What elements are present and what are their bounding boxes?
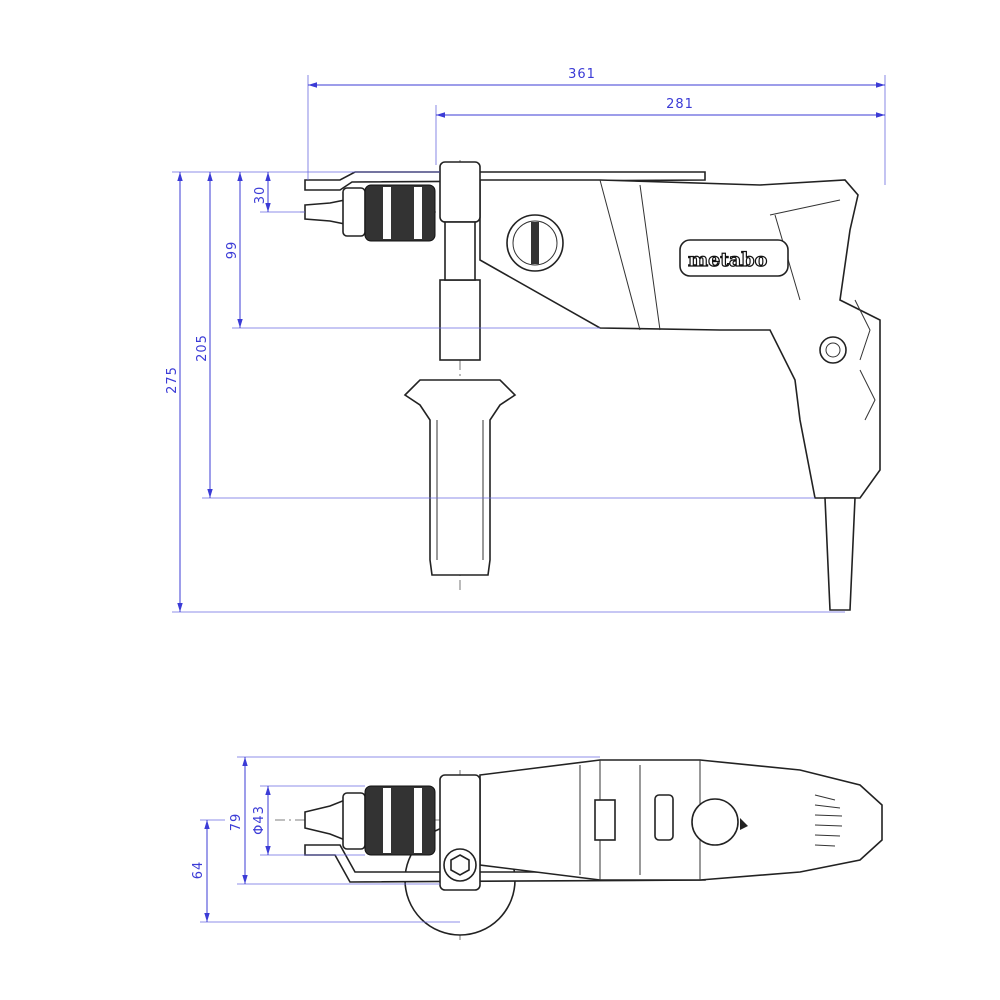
- side-view-drill: metabo: [300, 160, 881, 611]
- spindle-tip-top: [304, 798, 346, 842]
- dimension-label-79: 79: [229, 813, 244, 832]
- dimension-label-361: 361: [568, 67, 596, 82]
- dimension-label-99: 99: [225, 241, 240, 260]
- speed-dial: [691, 798, 739, 846]
- side-handle-grip: [403, 379, 517, 576]
- spindle-tip: [304, 199, 346, 225]
- dimension-label-30: 30: [253, 186, 268, 205]
- dimension-label-205: 205: [195, 334, 210, 362]
- side-handle-stem: [439, 279, 481, 361]
- chuck-sleeve: [342, 187, 366, 237]
- chuck-knurl-top: [364, 785, 436, 856]
- side-handle-clamp: [439, 161, 481, 223]
- top-view-drill: [275, 759, 883, 940]
- dimension-label-281: 281: [666, 97, 694, 112]
- dimension-label-275: 275: [165, 366, 180, 394]
- top-view-dimensions: 79 Φ43 64: [191, 756, 600, 923]
- drill-body-top: [479, 759, 883, 881]
- side-view-dimensions: 361 281 30 99 205 275: [165, 67, 886, 613]
- dimension-label-64: 64: [191, 861, 206, 880]
- lock-button: [819, 336, 847, 364]
- brand-logo: metabo: [688, 249, 767, 271]
- power-cord: [824, 497, 856, 611]
- logo-plate: [679, 239, 789, 277]
- chuck-knurl: [364, 184, 436, 242]
- dimension-label-diameter-43: Φ43: [252, 805, 267, 835]
